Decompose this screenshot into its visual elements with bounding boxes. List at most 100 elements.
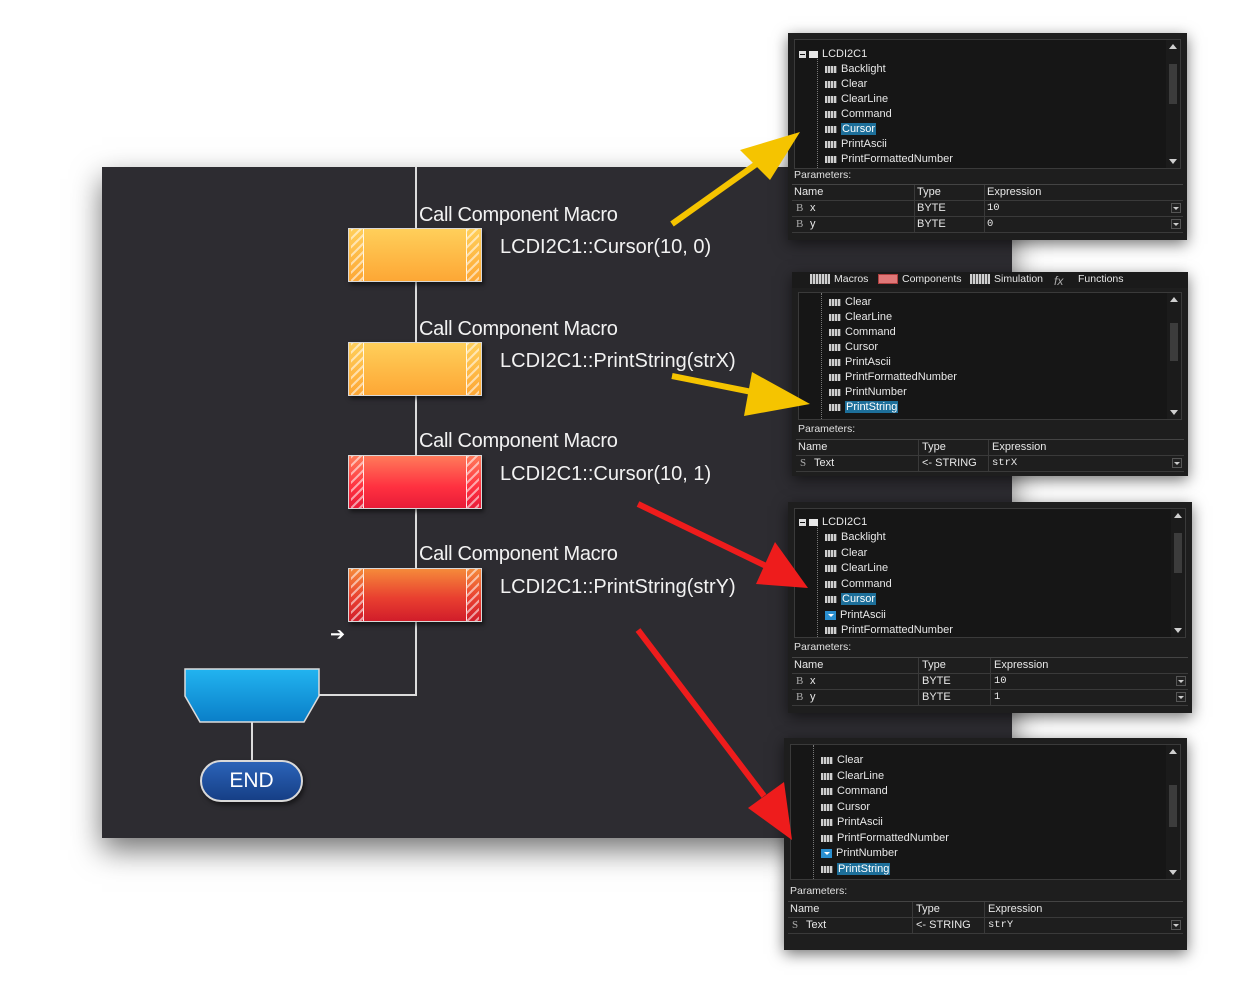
tab-simulation[interactable]: Simulation — [970, 273, 1043, 285]
component-tree[interactable]: Clear ClearLine Command Cursor PrintAsci… — [798, 292, 1182, 420]
scroll-down-icon[interactable] — [1169, 870, 1177, 875]
tree-item-printstring[interactable]: PrintString — [829, 400, 899, 414]
tree-item-command[interactable]: Command — [825, 107, 892, 121]
scroll-thumb[interactable] — [1170, 323, 1178, 361]
loop-end-block[interactable] — [184, 668, 322, 724]
parameters-label: Parameters: — [794, 169, 852, 181]
tree-root[interactable]: LCDI2C1 — [799, 47, 867, 61]
scroll-up-icon[interactable] — [1169, 749, 1177, 754]
tab-components[interactable]: Components — [878, 273, 962, 285]
macro-bar-icon — [825, 140, 837, 148]
table-row[interactable]: S Text <- STRING strY — [788, 918, 1183, 934]
scroll-thumb[interactable] — [1169, 64, 1177, 104]
tree-item-clear[interactable]: Clear — [825, 546, 867, 560]
scroll-up-icon[interactable] — [1169, 44, 1177, 49]
component-tree[interactable]: Clear ClearLine Command Cursor PrintAsci… — [790, 744, 1181, 880]
dropdown-icon[interactable] — [1171, 203, 1181, 213]
scroll-thumb[interactable] — [1169, 785, 1177, 827]
scroll-down-icon[interactable] — [1174, 628, 1182, 633]
expression-field[interactable]: 0 — [987, 218, 994, 230]
tree-scrollbar[interactable] — [1171, 509, 1185, 637]
tree-item-clearline[interactable]: ClearLine — [825, 92, 888, 106]
macro-bar-icon — [821, 818, 833, 826]
tab-macros[interactable]: Macros — [810, 273, 868, 285]
folder-icon — [809, 50, 818, 58]
step2-call-label: Call Component Macro — [419, 318, 618, 340]
tree-item-printascii[interactable]: PrintAscii — [825, 608, 886, 622]
tree-item-printascii[interactable]: PrintAscii — [821, 815, 883, 829]
table-row[interactable]: S Text <- STRING strX — [796, 456, 1184, 472]
table-row[interactable]: B x BYTE 10 — [792, 201, 1183, 217]
right-arrow-icon: ➔ — [330, 624, 346, 644]
tree-root[interactable]: LCDI2C1 — [799, 515, 867, 529]
table-row[interactable]: B x BYTE 10 — [792, 674, 1188, 690]
tree-scrollbar[interactable] — [1167, 293, 1181, 419]
dropdown-icon[interactable] — [1171, 219, 1181, 229]
dropdown-icon[interactable] — [821, 848, 832, 858]
expression-field[interactable]: 10 — [994, 675, 1007, 687]
macro-bar-icon — [825, 125, 837, 133]
component-tree[interactable]: LCDI2C1 Backlight Clear ClearLine Comman… — [794, 508, 1186, 638]
tree-item-printascii[interactable]: PrintAscii — [825, 137, 887, 151]
tree-scrollbar[interactable] — [1166, 40, 1180, 168]
dropdown-icon[interactable] — [1171, 920, 1181, 930]
tree-item-cursor[interactable]: Cursor — [821, 800, 870, 814]
tree-item-clear[interactable]: Clear — [829, 295, 871, 309]
dropdown-icon[interactable] — [1176, 676, 1186, 686]
end-terminator[interactable]: END — [200, 760, 303, 802]
tree-item-printnumber[interactable]: PrintNumber — [821, 846, 898, 860]
dropdown-icon[interactable] — [1176, 692, 1186, 702]
step3-call-label: Call Component Macro — [419, 430, 618, 452]
flow-wire-main — [415, 167, 417, 695]
tree-item-command[interactable]: Command — [825, 577, 892, 591]
scroll-down-icon[interactable] — [1169, 159, 1177, 164]
tree-scrollbar[interactable] — [1166, 745, 1180, 879]
minus-expander-icon — [799, 50, 806, 58]
step2-macro-block[interactable] — [348, 342, 482, 396]
tree-item-printformattednumber[interactable]: PrintFormattedNumber — [829, 370, 957, 384]
tree-item-command[interactable]: Command — [829, 325, 896, 339]
tree-item-cursor[interactable]: Cursor — [829, 340, 878, 354]
flow-wire-to-end — [251, 722, 253, 762]
expression-field[interactable]: strX — [992, 457, 1018, 469]
scroll-up-icon[interactable] — [1170, 297, 1178, 302]
macro-bar-icon — [821, 865, 833, 873]
tree-item-clear[interactable]: Clear — [821, 753, 863, 767]
macro-bar-icon — [829, 373, 841, 381]
dropdown-icon[interactable] — [825, 610, 836, 620]
table-row[interactable]: B y BYTE 1 — [792, 690, 1188, 706]
tree-item-printformattednumber[interactable]: PrintFormattedNumber — [825, 623, 953, 637]
tree-item-command[interactable]: Command — [821, 784, 888, 798]
tree-item-clearline[interactable]: ClearLine — [829, 310, 892, 324]
tree-item-clearline[interactable]: ClearLine — [825, 561, 888, 575]
tree-item-backlight[interactable]: Backlight — [825, 62, 886, 76]
expression-field[interactable]: 10 — [987, 202, 1000, 214]
tree-item-backlight[interactable]: Backlight — [825, 530, 886, 544]
tree-item-printnumber[interactable]: PrintNumber — [829, 385, 907, 399]
tree-item-cursor[interactable]: Cursor — [825, 122, 877, 136]
tree-item-cursor[interactable]: Cursor — [825, 592, 877, 606]
expression-field[interactable]: 1 — [994, 691, 1001, 703]
macro-bar-icon — [825, 595, 837, 603]
parameters-table: Name Type Expression B x BYTE 10 B y BYT… — [792, 184, 1183, 233]
tree-item-clearline[interactable]: ClearLine — [821, 769, 884, 783]
tree-item-printformattednumber[interactable]: PrintFormattedNumber — [825, 152, 953, 166]
table-header: Name Type Expression — [796, 440, 1184, 456]
tree-item-printascii[interactable]: PrintAscii — [829, 355, 891, 369]
table-row[interactable]: B y BYTE 0 — [792, 217, 1183, 233]
macro-bar-icon — [821, 803, 833, 811]
tree-item-clear[interactable]: Clear — [825, 77, 867, 91]
dropdown-icon[interactable] — [1172, 458, 1182, 468]
scroll-thumb[interactable] — [1174, 533, 1182, 573]
scroll-down-icon[interactable] — [1170, 410, 1178, 415]
scroll-up-icon[interactable] — [1174, 513, 1182, 518]
step1-macro-block[interactable] — [348, 228, 482, 282]
expression-field[interactable]: strY — [988, 919, 1014, 931]
tree-item-printstring[interactable]: PrintString — [821, 862, 891, 876]
step4-macro-block[interactable] — [348, 568, 482, 622]
tree-item-printformattednumber[interactable]: PrintFormattedNumber — [821, 831, 949, 845]
component-tree[interactable]: LCDI2C1 Backlight Clear ClearLine Comman… — [794, 39, 1181, 169]
step3-macro-block[interactable] — [348, 455, 482, 509]
